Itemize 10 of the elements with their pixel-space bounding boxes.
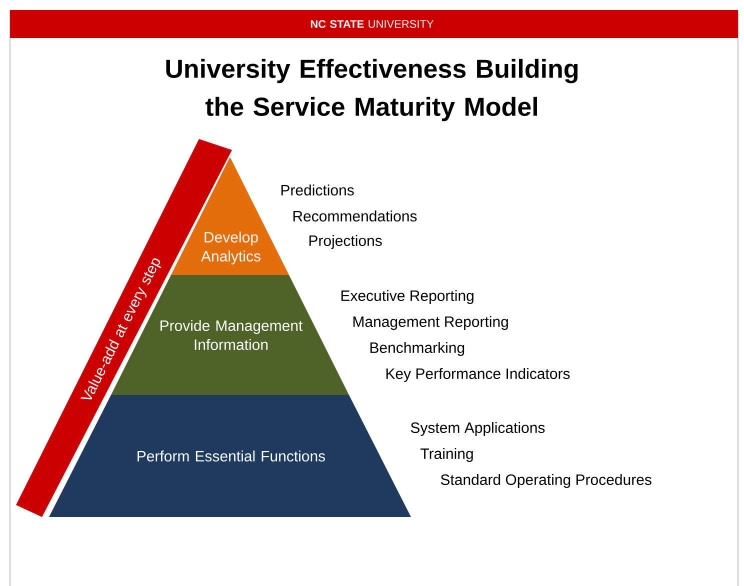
title: University Effectiveness Building the Service Maturity Model [166, 58, 578, 122]
list-item: Recommendations [293, 210, 417, 222]
list-item: Benchmarking [370, 342, 464, 356]
list-item: Standard Operating Procedures [440, 474, 652, 488]
list-item: Projections [309, 235, 382, 249]
list-item: System Applications [410, 422, 545, 436]
list-item: Key Performance Indicators [386, 368, 570, 382]
list-item: Training [420, 448, 473, 462]
header-bar: NC STATE UNIVERSITY [10, 10, 738, 38]
list-item: Management Reporting [353, 316, 508, 330]
